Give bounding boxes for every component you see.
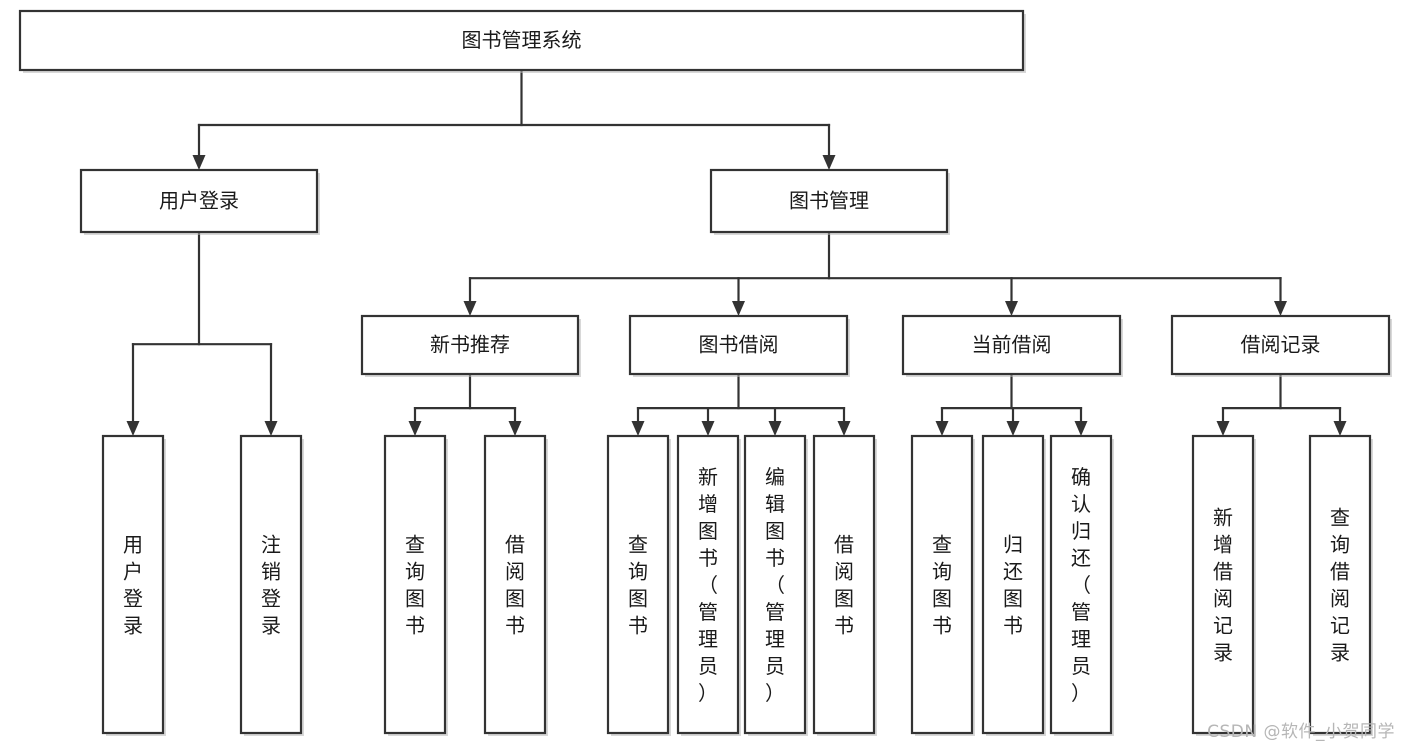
- node-book-manage[interactable]: 图书管理: [709, 168, 950, 235]
- arrow-head-icon: [508, 421, 522, 436]
- arrow-head-icon: [701, 421, 715, 436]
- connector-group-new-book-recommend: [408, 372, 522, 436]
- arrow-head-icon: [732, 301, 745, 316]
- connector-group-book-borrow: [631, 372, 851, 436]
- connector-group-user-login: [126, 230, 278, 436]
- node-leaf-query-book-2[interactable]: 查询图书: [606, 434, 671, 736]
- node-leaf-query-book-3[interactable]: 查询图书: [910, 434, 975, 736]
- node-label-vertical: 新增借阅记录: [1213, 506, 1233, 665]
- connector-group-current-borrow: [935, 372, 1088, 436]
- node-label-vertical: 查询图书: [932, 533, 952, 638]
- node-label: 用户登录: [159, 189, 239, 213]
- node-leaf-add-book[interactable]: 新增图书（管理员）: [676, 434, 741, 736]
- node-leaf-logout[interactable]: 注销登录: [239, 434, 304, 736]
- node-label: 图书管理: [789, 189, 869, 213]
- arrow-head-icon: [631, 421, 645, 436]
- node-leaf-add-record[interactable]: 新增借阅记录: [1191, 434, 1256, 736]
- node-new-book-recommend[interactable]: 新书推荐: [360, 314, 581, 377]
- arrow-head-icon: [1006, 421, 1020, 436]
- connectors-layer: [126, 68, 1347, 436]
- node-leaf-borrow-book-1[interactable]: 借阅图书: [483, 434, 548, 736]
- arrow-head-icon: [1333, 421, 1347, 436]
- node-label-vertical: 查询图书: [405, 533, 425, 638]
- node-current-borrow[interactable]: 当前借阅: [901, 314, 1123, 377]
- node-label-vertical: 注销登录: [261, 533, 281, 638]
- arrow-head-icon: [1274, 301, 1287, 316]
- node-label-vertical: 查询图书: [628, 533, 648, 638]
- arrow-head-icon: [264, 421, 278, 436]
- node-book-borrow[interactable]: 图书借阅: [628, 314, 850, 377]
- arrow-head-icon: [822, 155, 836, 170]
- arrow-head-icon: [768, 421, 782, 436]
- arrow-head-icon: [935, 421, 949, 436]
- arrow-head-icon: [192, 155, 206, 170]
- node-leaf-query-record[interactable]: 查询借阅记录: [1308, 434, 1373, 736]
- node-leaf-return-book[interactable]: 归还图书: [981, 434, 1046, 736]
- node-borrow-record[interactable]: 借阅记录: [1170, 314, 1392, 377]
- node-label: 图书管理系统: [462, 28, 582, 52]
- node-leaf-query-book-1[interactable]: 查询图书: [383, 434, 448, 736]
- node-root[interactable]: 图书管理系统: [18, 9, 1026, 73]
- node-label: 当前借阅: [972, 333, 1052, 357]
- node-label-vertical: 查询借阅记录: [1330, 506, 1350, 665]
- node-leaf-user-login[interactable]: 用户登录: [101, 434, 166, 736]
- arrow-head-icon: [1005, 301, 1018, 316]
- node-leaf-edit-book[interactable]: 编辑图书（管理员）: [743, 434, 808, 736]
- node-label-vertical: 编辑图书（管理员）: [765, 465, 785, 705]
- node-label-vertical: 归还图书: [1003, 533, 1023, 638]
- connector-group-root: [192, 68, 836, 170]
- node-label: 图书借阅: [699, 333, 779, 357]
- arrow-head-icon: [1074, 421, 1088, 436]
- connector-group-borrow-record: [1216, 372, 1347, 436]
- arrow-head-icon: [463, 301, 477, 316]
- node-label-vertical: 借阅图书: [834, 533, 854, 638]
- node-leaf-borrow-book-2[interactable]: 借阅图书: [812, 434, 877, 736]
- node-label-vertical: 借阅图书: [505, 533, 525, 638]
- connector-group-book-manage: [463, 230, 1287, 316]
- node-user-login[interactable]: 用户登录: [79, 168, 320, 235]
- node-label: 借阅记录: [1241, 333, 1321, 357]
- node-label: 新书推荐: [430, 333, 510, 357]
- arrow-head-icon: [126, 421, 140, 436]
- node-leaf-confirm-return[interactable]: 确认归还（管理员）: [1049, 434, 1114, 736]
- arrow-head-icon: [408, 421, 422, 436]
- node-label-vertical: 用户登录: [123, 533, 143, 638]
- node-label-vertical: 确认归还（管理员）: [1071, 465, 1091, 705]
- arrow-head-icon: [837, 421, 851, 436]
- node-label-vertical: 新增图书（管理员）: [698, 465, 718, 705]
- arrow-head-icon: [1216, 421, 1230, 436]
- nodes-layer: 图书管理系统用户登录图书管理新书推荐图书借阅当前借阅借阅记录用户登录注销登录查询…: [18, 9, 1392, 736]
